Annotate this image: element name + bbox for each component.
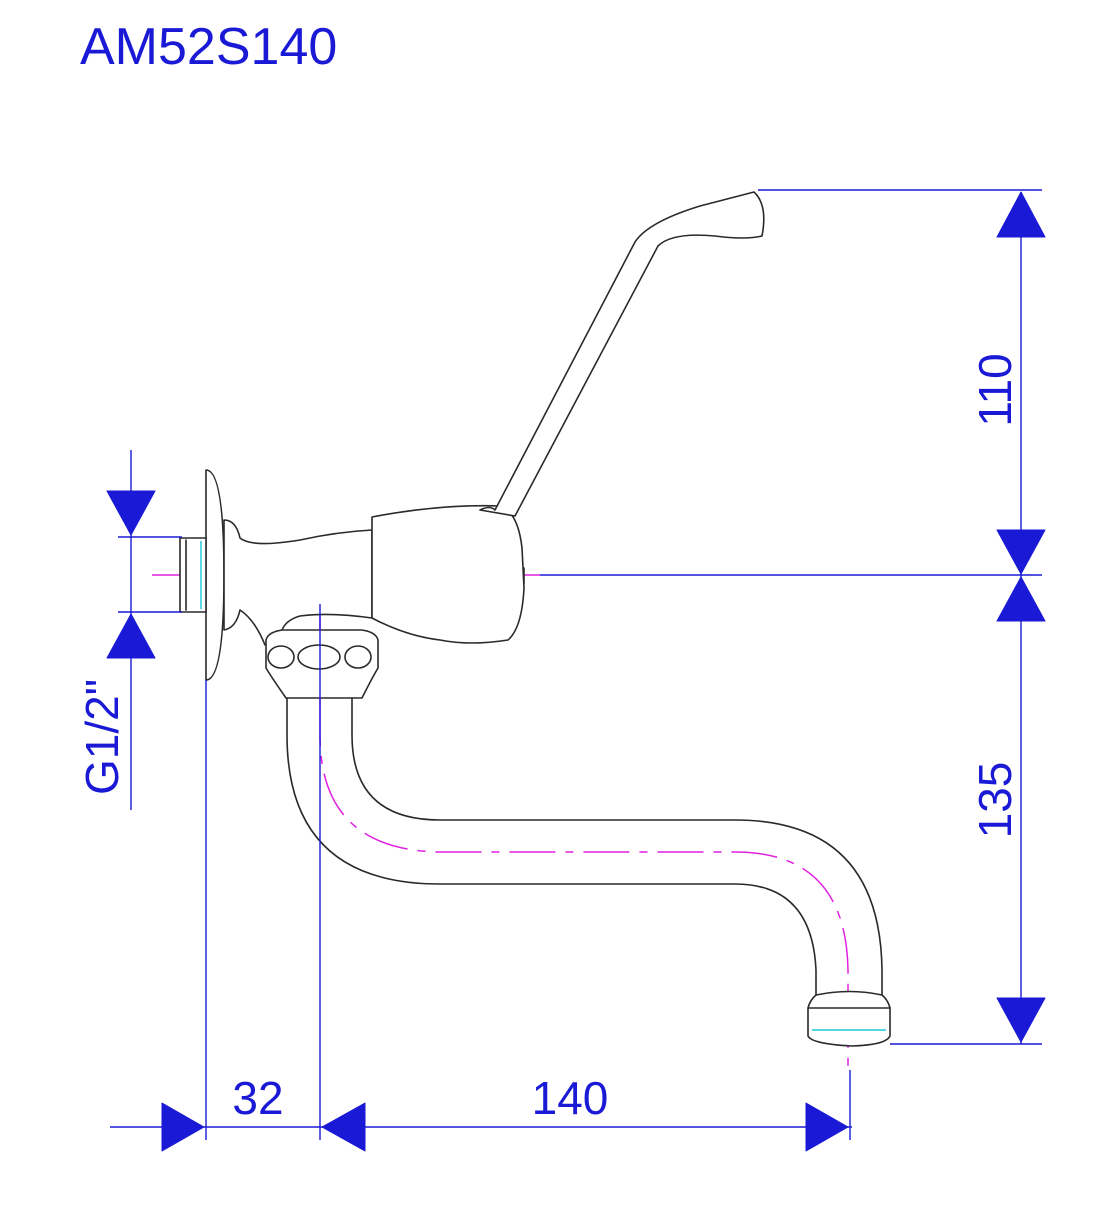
vertical-dimensions: 110 135	[758, 189, 1046, 1045]
arrow-110-top	[996, 191, 1046, 238]
arrow-thread-bottom	[106, 613, 156, 659]
nut-hole-left	[267, 645, 295, 669]
arrow-135-top	[996, 576, 1046, 622]
arrow-110-bottom	[996, 529, 1046, 575]
lever-handle	[479, 191, 765, 517]
valve-body	[223, 519, 373, 646]
threaded-connector	[179, 537, 207, 613]
arrow-32-left	[161, 1102, 205, 1152]
spout-outer-edge	[286, 697, 817, 996]
valve-head	[371, 504, 525, 644]
aerator	[807, 990, 891, 1047]
arrow-140-left	[321, 1102, 366, 1152]
model-title: AM52S140	[80, 18, 337, 76]
dimension-label-thread: G1/2"	[76, 679, 128, 795]
thread-dimension: G1/2"	[76, 450, 182, 810]
arrow-140-right	[805, 1102, 849, 1152]
arrow-135-bottom	[996, 997, 1046, 1043]
nut-hole-right	[344, 645, 372, 669]
horizontal-dimensions: 32 140	[110, 604, 852, 1152]
dimension-label-135: 135	[969, 762, 1021, 839]
nut-hole-center	[297, 644, 341, 670]
spout-centerline	[319, 700, 849, 1070]
wall-flange	[205, 469, 225, 681]
spout-inner-edge	[351, 697, 883, 996]
arrow-thread-top	[106, 490, 156, 536]
dimension-label-32: 32	[232, 1072, 283, 1124]
dimension-label-140: 140	[532, 1072, 609, 1124]
dimension-label-110: 110	[969, 353, 1021, 426]
faucet-outline	[179, 191, 891, 1047]
